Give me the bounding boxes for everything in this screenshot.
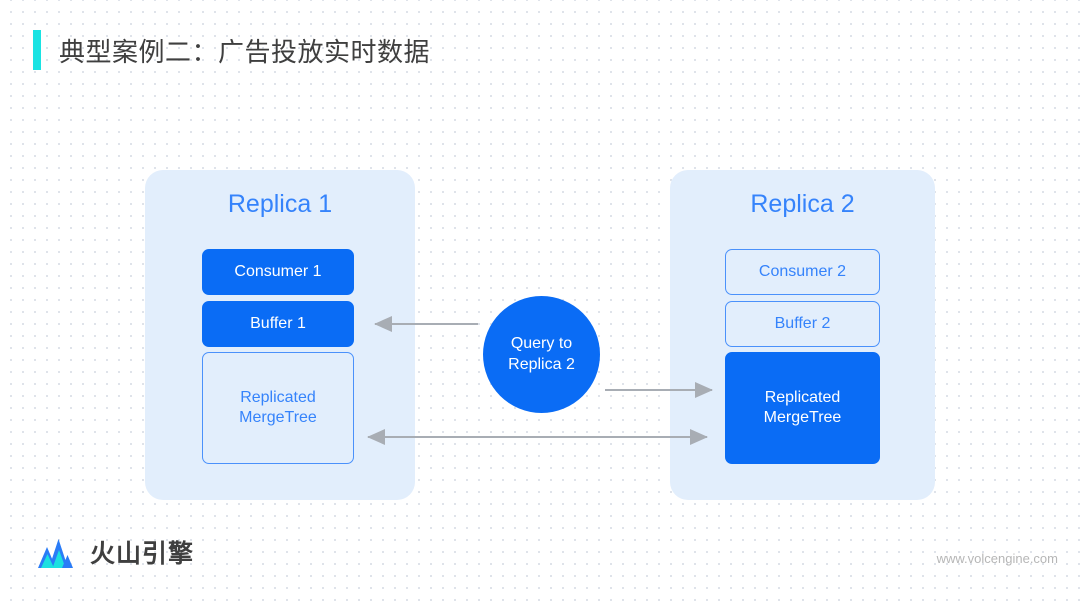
node-replicated-mergetree-2[interactable]: Replicated MergeTree bbox=[725, 352, 880, 464]
node-query-to-replica-2[interactable]: Query to Replica 2 bbox=[483, 296, 600, 413]
volcano-logo-icon bbox=[38, 539, 73, 568]
node-buffer-1[interactable]: Buffer 1 bbox=[202, 301, 354, 347]
slide-title-row: 典型案例二：广告投放实时数据 bbox=[33, 29, 430, 71]
node-consumer-1-label: Consumer 1 bbox=[234, 262, 322, 280]
node-buffer-2[interactable]: Buffer 2 bbox=[725, 301, 880, 347]
node-replicated-mergetree-1[interactable]: Replicated MergeTree bbox=[202, 352, 354, 464]
node-buffer-1-label: Buffer 1 bbox=[250, 314, 306, 332]
replica-1-title: Replica 1 bbox=[227, 190, 333, 218]
brand-logo: 火山引擎 bbox=[36, 534, 194, 570]
replica-2-title: Replica 2 bbox=[750, 190, 855, 218]
node-replicated-mergetree-1-label: Replicated MergeTree bbox=[239, 388, 317, 426]
node-query-label: Query to Replica 2 bbox=[508, 334, 575, 373]
title-accent-bar bbox=[33, 30, 41, 70]
page-title: 典型案例二：广告投放实时数据 bbox=[59, 36, 431, 67]
node-consumer-2-label: Consumer 2 bbox=[758, 262, 847, 280]
node-buffer-2-label: Buffer 2 bbox=[774, 314, 831, 332]
node-consumer-2[interactable]: Consumer 2 bbox=[725, 249, 880, 295]
footer-url: www.volcengine.com bbox=[936, 551, 1058, 566]
brand-name: 火山引擎 bbox=[90, 540, 195, 568]
node-replicated-mergetree-2-label: Replicated MergeTree bbox=[763, 388, 842, 426]
node-consumer-1[interactable]: Consumer 1 bbox=[202, 249, 354, 295]
